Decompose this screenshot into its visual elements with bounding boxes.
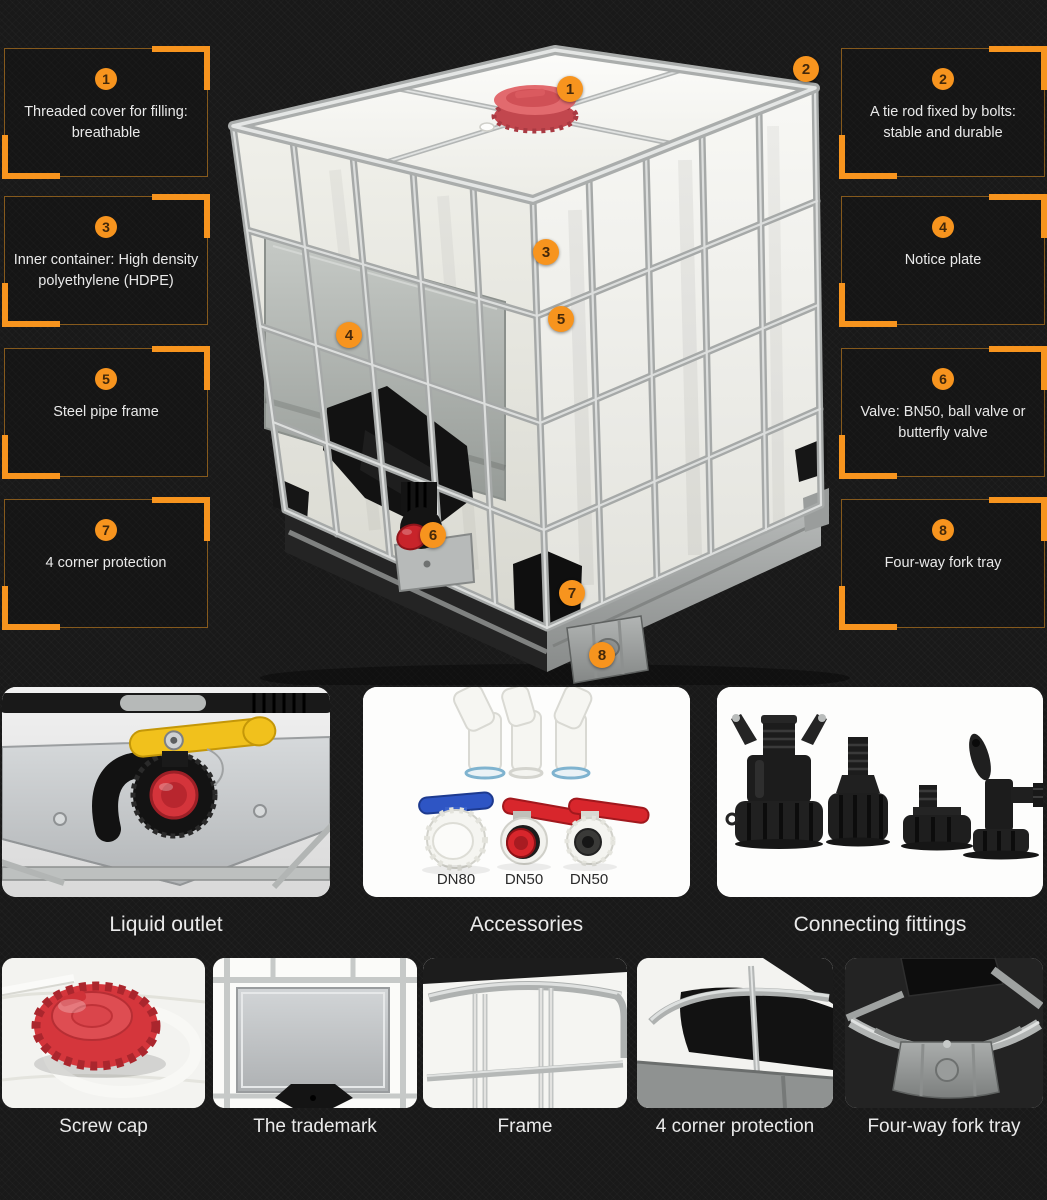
- callout-notice-plate: 4 Notice plate: [839, 194, 1047, 327]
- callout-number-badge: 7: [95, 519, 117, 541]
- red-cap: [31, 981, 161, 1071]
- callout-text: Valve: BN50, ball valve or butterfly val…: [860, 404, 1026, 441]
- corner-bracket-icon: [989, 346, 1047, 390]
- caption-fork-tray: Four-way fork tray: [867, 1116, 1021, 1137]
- hero-marker-3: 3: [533, 239, 559, 265]
- callout-text: A tie rod fixed by bolts: stable and dur…: [870, 104, 1016, 141]
- corner-bracket-icon: [2, 135, 60, 179]
- caption-liquid-outlet: Liquid outlet: [109, 913, 223, 936]
- corner-bracket-icon: [2, 435, 60, 479]
- corner-protection-illustration: [637, 958, 833, 1108]
- corner-bracket-icon: [989, 194, 1047, 238]
- callout-threaded-cover: 1 Threaded cover for filling: breathable: [2, 46, 210, 179]
- red-screw-cap: [479, 85, 579, 134]
- corner-bracket-icon: [152, 46, 210, 90]
- callout-number-badge: 6: [932, 368, 954, 390]
- hero-marker-6: 6: [420, 522, 446, 548]
- valve-dn50-red: [500, 797, 582, 865]
- caption-trademark: The trademark: [253, 1116, 377, 1137]
- barb-cap-adapter: [901, 785, 973, 851]
- callout-text: Threaded cover for filling: breathable: [24, 104, 188, 141]
- hose-barb-adapter: [826, 737, 890, 847]
- caption-corner-protection: 4 corner protection: [655, 1116, 815, 1137]
- callout-fork-tray: 8 Four-way fork tray: [839, 497, 1047, 630]
- hero-marker-8: 8: [589, 642, 615, 668]
- callout-number-badge: 8: [932, 519, 954, 541]
- frame-illustration: [423, 958, 627, 1108]
- photo-frame: [423, 958, 627, 1108]
- black-spout: [92, 751, 165, 842]
- corner-bracket-icon: [989, 46, 1047, 90]
- fork-tray-illustration: [845, 958, 1043, 1108]
- hero-marker-7: 7: [559, 580, 585, 606]
- hero-marker-1: 1: [557, 76, 583, 102]
- valve-size-label: DN50: [504, 871, 544, 888]
- tank-right-face: [533, 88, 821, 628]
- valve-size-label: DN50: [569, 871, 609, 888]
- corner-bracket-icon: [839, 586, 897, 630]
- hero-marker-4: 4: [336, 322, 362, 348]
- callout-number-badge: 5: [95, 368, 117, 390]
- callout-text: Steel pipe frame: [53, 404, 159, 420]
- corner-bracket-icon: [152, 194, 210, 238]
- trademark-illustration: [213, 958, 417, 1108]
- corner-bracket-icon: [2, 283, 60, 327]
- corner-bracket-icon: [839, 435, 897, 479]
- photo-connecting-fittings: [717, 687, 1043, 897]
- corner-bracket-icon: [152, 497, 210, 541]
- corner-bracket-icon: [152, 346, 210, 390]
- photo-corner-protection: [637, 958, 833, 1108]
- photo-fork-tray: [845, 958, 1043, 1108]
- caption-accessories: Accessories: [469, 913, 584, 936]
- callout-steel-pipe-frame: 5 Steel pipe frame: [2, 346, 210, 479]
- callout-valve: 6 Valve: BN50, ball valve or butterfly v…: [839, 346, 1047, 479]
- ibc-tank-illustration: [228, 45, 850, 692]
- corner-bracket-icon: [839, 283, 897, 327]
- callout-corner-protection: 7 4 corner protection: [2, 497, 210, 630]
- callout-number-badge: 4: [932, 216, 954, 238]
- camlock-coupler: [725, 714, 827, 849]
- callout-text: Four-way fork tray: [884, 555, 1002, 571]
- callout-number-badge: 1: [95, 68, 117, 90]
- black-corner-protector: [900, 958, 1004, 997]
- elbow-tap-fitting: [963, 733, 1043, 860]
- fittings-illustration: [717, 687, 1043, 897]
- callout-tie-rod: 2 A tie rod fixed by bolts: stable and d…: [839, 46, 1047, 179]
- corner-bracket-icon: [989, 497, 1047, 541]
- callout-text: Inner container: High density polyethyle…: [13, 252, 199, 289]
- photo-liquid-outlet: [2, 687, 330, 897]
- valve-dn50-dark: [564, 797, 650, 867]
- hero-marker-2: 2: [793, 56, 819, 82]
- photo-accessories: DN80 DN50 DN50: [363, 687, 690, 897]
- yellow-handle: [128, 716, 277, 758]
- screw-cap-illustration: [2, 958, 205, 1108]
- callout-text: 4 corner protection: [45, 555, 167, 571]
- callout-number-badge: 3: [95, 216, 117, 238]
- corner-bracket-icon: [839, 135, 897, 179]
- caption-connecting-fittings: Connecting fittings: [793, 913, 967, 936]
- hero-marker-5: 5: [548, 306, 574, 332]
- liquid-outlet-illustration: [2, 687, 330, 897]
- valve-dn80: [418, 791, 494, 871]
- photo-trademark: [213, 958, 417, 1108]
- product-photo-ibc-tank: 1 2 3 4 5 6 7 8: [215, 30, 855, 692]
- photo-screw-cap: [2, 958, 205, 1108]
- blank-plate: [236, 987, 390, 1093]
- elbow-pipes: [453, 687, 593, 780]
- accessories-illustration: [363, 687, 690, 897]
- caption-screw-cap: Screw cap: [59, 1116, 148, 1137]
- callout-text: Notice plate: [904, 252, 982, 268]
- callout-inner-container: 3 Inner container: High density polyethy…: [2, 194, 210, 327]
- vent-spout: [479, 122, 495, 132]
- callout-number-badge: 2: [932, 68, 954, 90]
- valve-size-label: DN80: [436, 871, 476, 888]
- caption-frame: Frame: [497, 1116, 553, 1137]
- corner-bracket-icon: [2, 586, 60, 630]
